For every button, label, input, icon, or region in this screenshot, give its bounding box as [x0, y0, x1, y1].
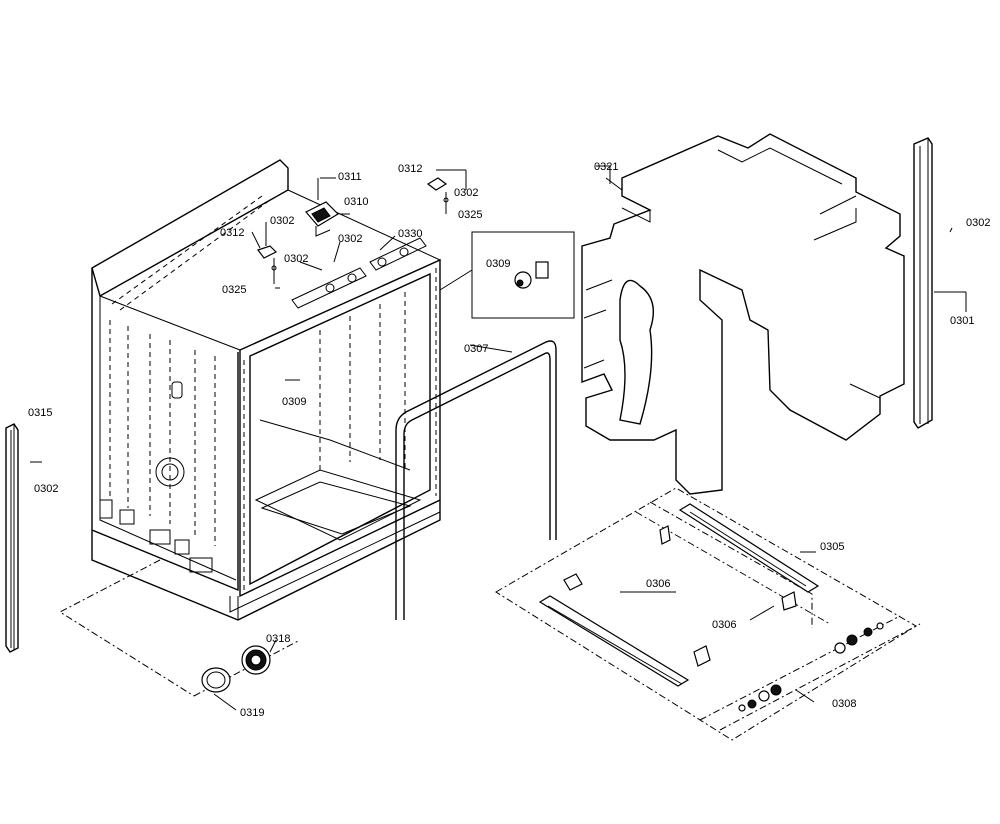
label-0302-top-mid: 0302 [338, 233, 362, 245]
filter-cover-0318 [241, 639, 277, 675]
label-0302-right: 0302 [454, 187, 478, 199]
label-0305: 0305 [820, 541, 844, 553]
leader-lines-misc [30, 165, 611, 463]
bracket-0312-right [426, 169, 467, 214]
label-0308: 0308 [832, 698, 856, 710]
bracket-0312-left [251, 222, 278, 284]
label-0312-left: 0312 [220, 227, 244, 239]
leader-lines-top [275, 213, 396, 381]
insulation-blanket-0321 [581, 133, 905, 495]
label-0302-side: 0302 [34, 483, 58, 495]
label-0310: 0310 [344, 196, 368, 208]
label-0302-far: 0302 [966, 217, 990, 229]
label-0307: 0307 [464, 343, 488, 355]
label-0325-left: 0325 [222, 284, 246, 296]
label-0306-a: 0306 [646, 578, 670, 590]
label-0309-inset: 0309 [486, 258, 510, 270]
part-labels: 0311 0310 0302 0330 0312 0302 0302 0325 … [28, 161, 990, 719]
seal-ring-0319 [201, 667, 237, 711]
label-0302-mid: 0302 [284, 253, 308, 265]
side-trim-strip-left [5, 423, 19, 653]
hinge-bracket-0311 [305, 177, 339, 237]
rack-rail-assembly [495, 487, 917, 741]
label-0311: 0311 [338, 171, 362, 183]
inset-box-0309 [439, 231, 575, 319]
label-0301: 0301 [950, 315, 974, 327]
label-0315: 0315 [28, 407, 52, 419]
label-0306-b: 0306 [712, 619, 736, 631]
side-trim-strip-right [913, 137, 967, 429]
label-0302-left: 0302 [270, 215, 294, 227]
label-0330: 0330 [398, 228, 422, 240]
label-0318: 0318 [266, 633, 290, 645]
label-0321: 0321 [594, 161, 618, 173]
tub-assembly [58, 159, 441, 697]
roller-kit-0308 [699, 615, 921, 731]
door-gasket-0307 [395, 340, 557, 620]
label-0309-tub: 0309 [282, 396, 306, 408]
label-0312-right: 0312 [398, 163, 422, 175]
label-0319: 0319 [240, 707, 264, 719]
label-0325-right: 0325 [458, 209, 482, 221]
